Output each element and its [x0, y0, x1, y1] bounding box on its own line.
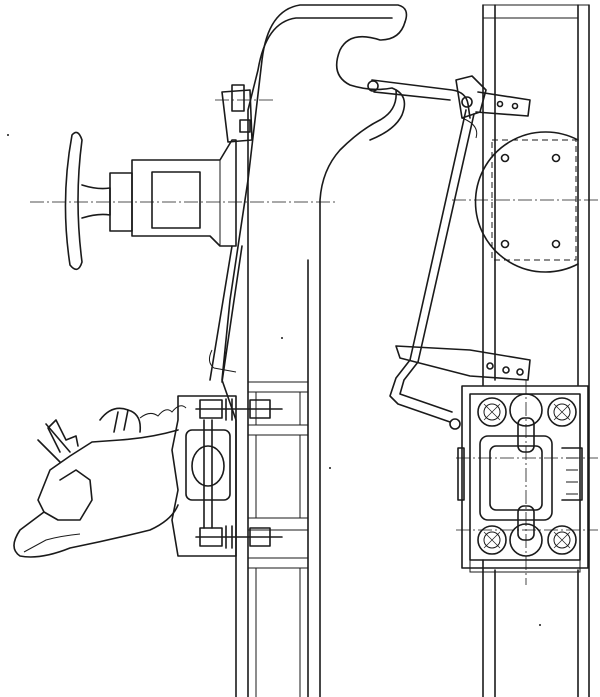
right-frame-beam: [482, 4, 590, 697]
stray-marks: [7, 134, 541, 626]
coupler-hook: [13, 407, 179, 558]
buffer-spring-box: [456, 380, 598, 585]
nut-bottom-left-icon: [477, 525, 507, 555]
handwheel: [30, 131, 335, 271]
bell-crank: [367, 75, 531, 119]
left-frame-beam: [221, 4, 408, 697]
release-lever-rod: [389, 109, 531, 430]
nut-top-right-icon: [547, 397, 577, 427]
circular-cover-plate: [452, 131, 600, 273]
lower-bolt-icon: [195, 525, 283, 549]
draft-gear-bracket: [139, 395, 283, 557]
nut-top-left-icon: [477, 397, 507, 427]
screw-housing: [109, 84, 275, 383]
upper-bolt-icon: [195, 398, 283, 421]
nut-bottom-right-icon: [547, 525, 577, 555]
